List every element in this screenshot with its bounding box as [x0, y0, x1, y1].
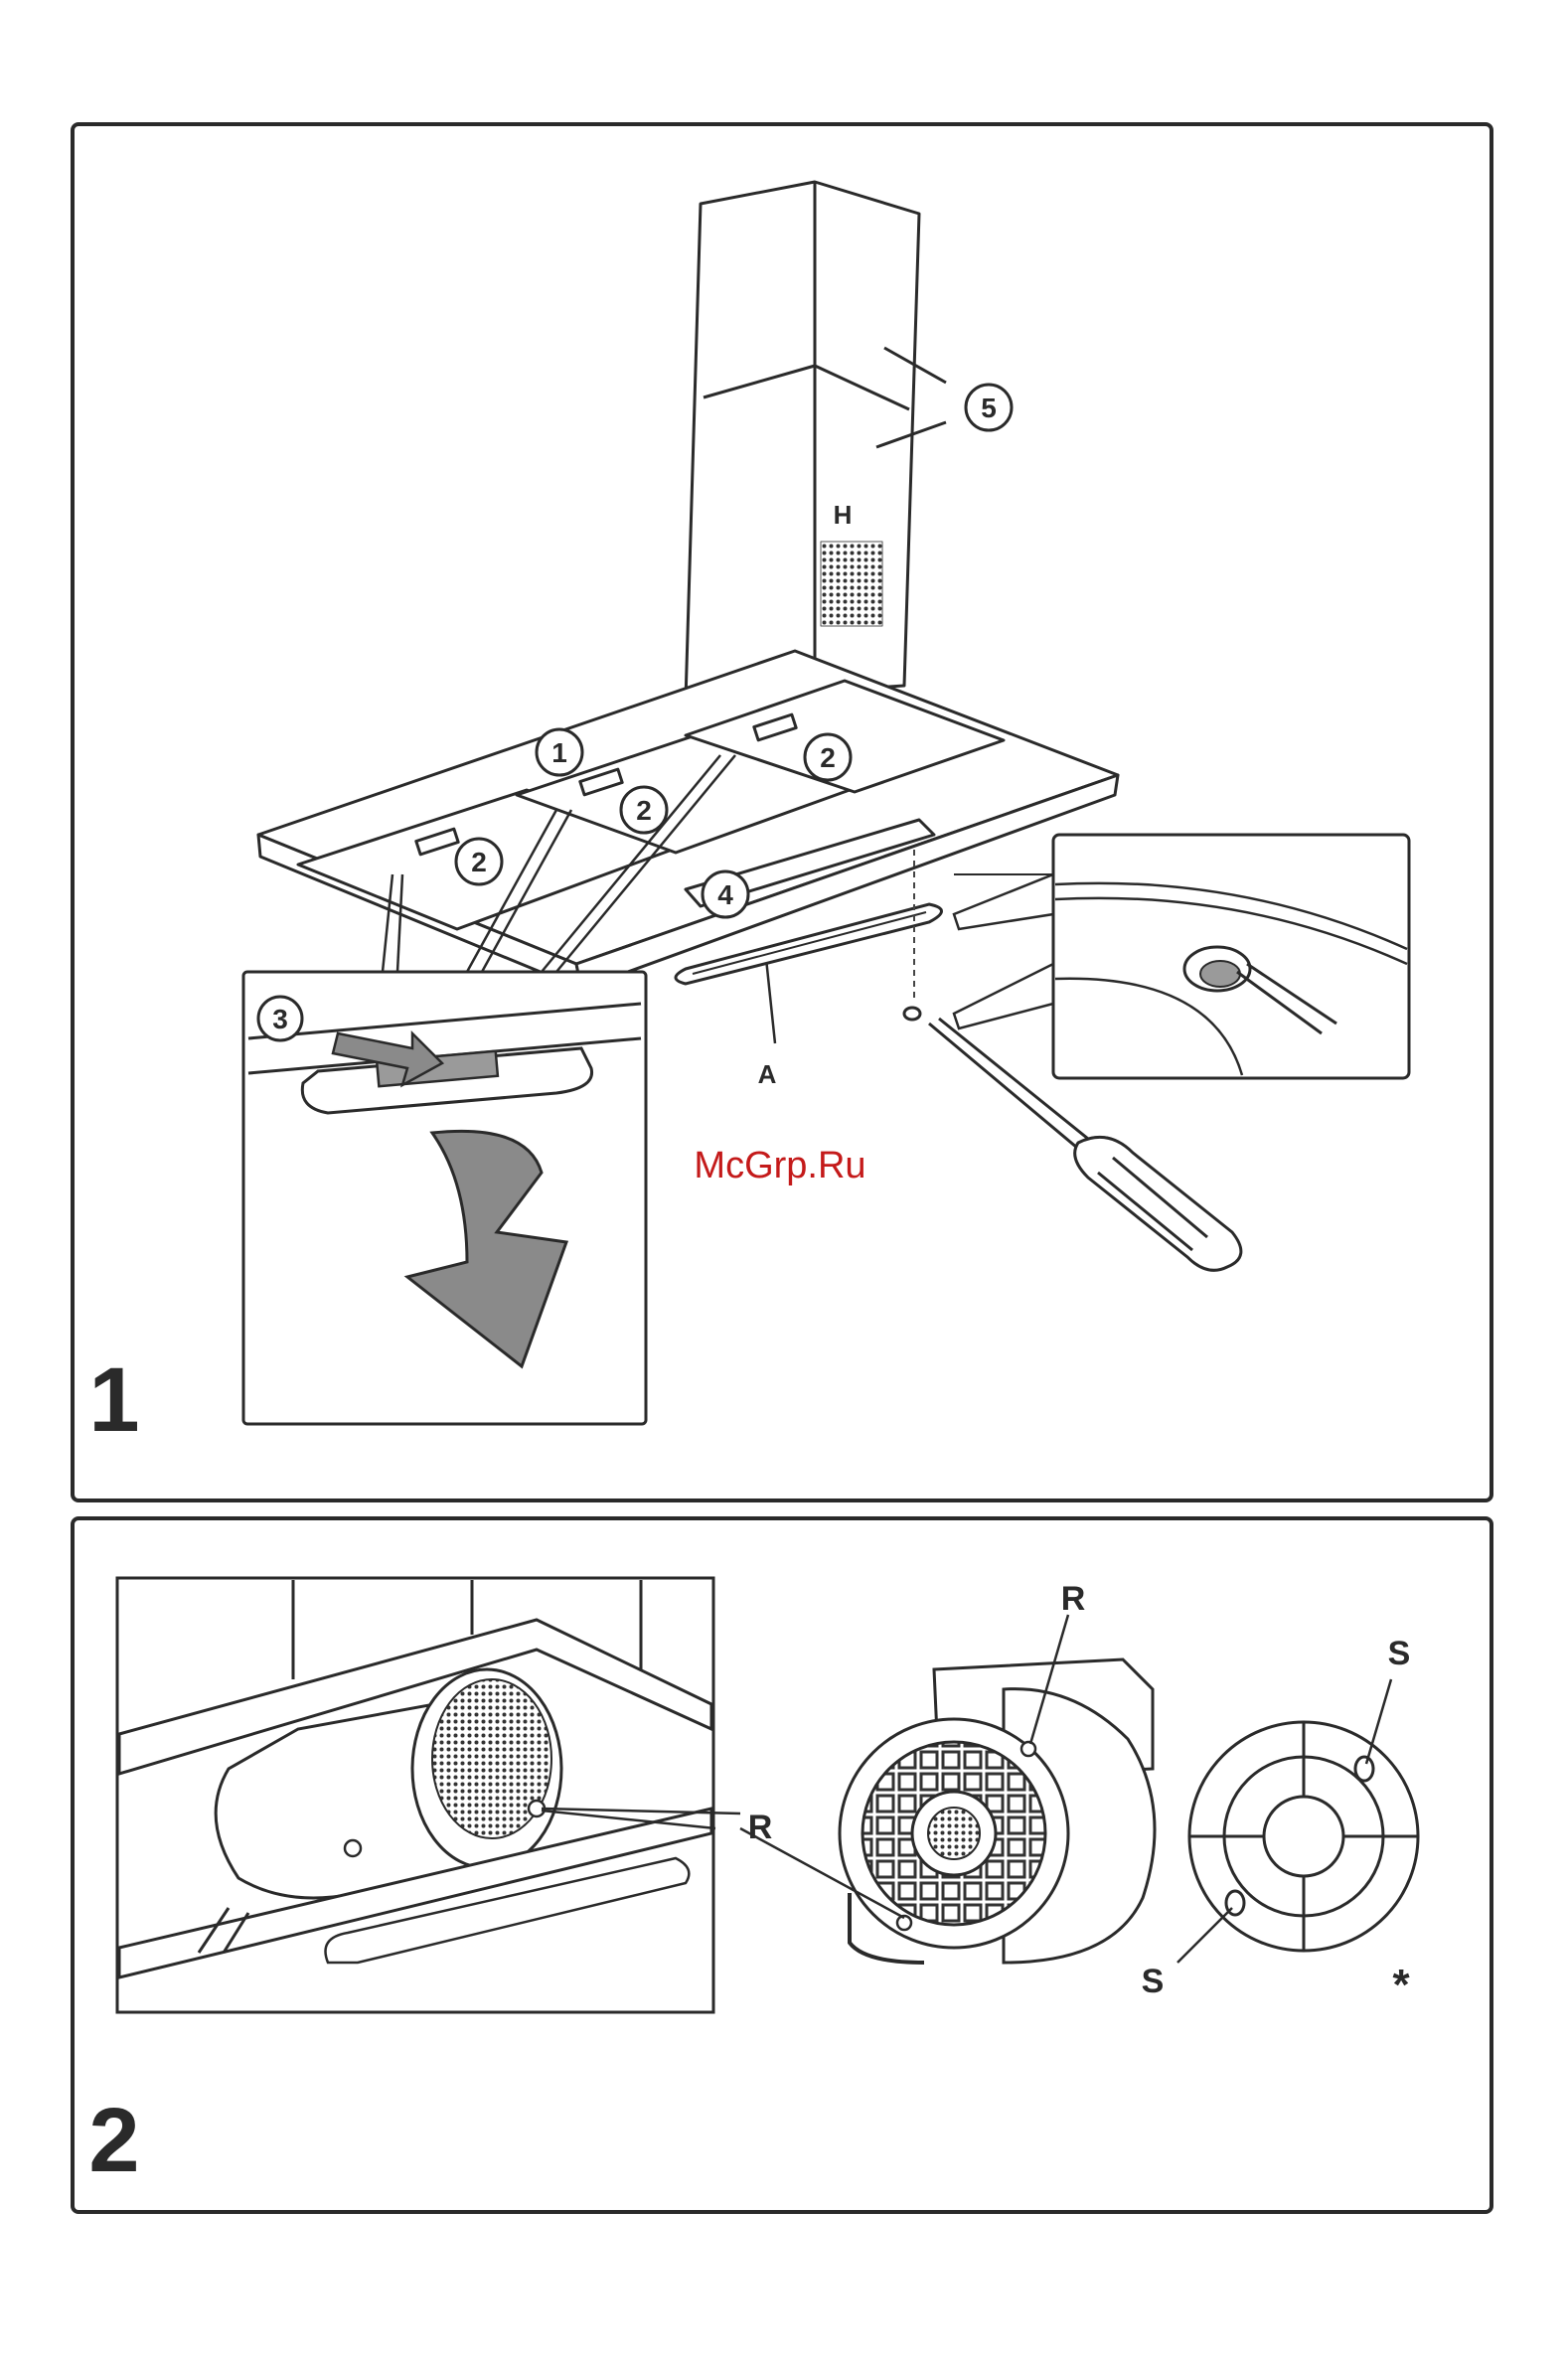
detail-3: 3 [243, 972, 646, 1424]
panel-2: R R S S * 2 [73, 1518, 1491, 2212]
callout-4: 4 [703, 871, 748, 917]
svg-text:2: 2 [820, 742, 836, 773]
chimney-grille [821, 542, 882, 626]
svg-text:2: 2 [471, 847, 487, 877]
svg-text:5: 5 [981, 393, 997, 423]
callout-5: 5 [966, 385, 1012, 430]
screw [904, 850, 920, 1020]
svg-text:A: A [758, 1059, 777, 1089]
svg-text:1: 1 [551, 737, 567, 768]
callout-2-left: 2 [456, 839, 502, 884]
zoom-detail [954, 835, 1409, 1078]
callout-1: 1 [537, 729, 582, 775]
motor-install-view [117, 1578, 715, 2012]
label-asterisk: * [1392, 1961, 1410, 2009]
label-r-top: R [1061, 1580, 1086, 1618]
chimney-label-h: H [834, 500, 853, 530]
label-r-left: R [748, 1809, 773, 1846]
hood-canopy [258, 651, 1118, 989]
svg-text:3: 3 [272, 1004, 288, 1034]
motor-unit [840, 1659, 1155, 1963]
callout-3: 3 [258, 997, 302, 1040]
watermark: McGrp.Ru [694, 1145, 865, 1186]
label-s-bottom: S [1142, 1963, 1165, 2000]
chimney [686, 182, 946, 701]
svg-text:2: 2 [636, 795, 652, 826]
figure-number-1: 1 [88, 1349, 139, 1451]
callout-2-right: 2 [805, 734, 851, 780]
panel-1: H 5 1 2 [73, 124, 1491, 1500]
figure-number-2: 2 [88, 2090, 139, 2191]
callout-2-middle: 2 [621, 787, 667, 833]
svg-text:4: 4 [717, 879, 733, 910]
label-s-top: S [1388, 1635, 1411, 1672]
